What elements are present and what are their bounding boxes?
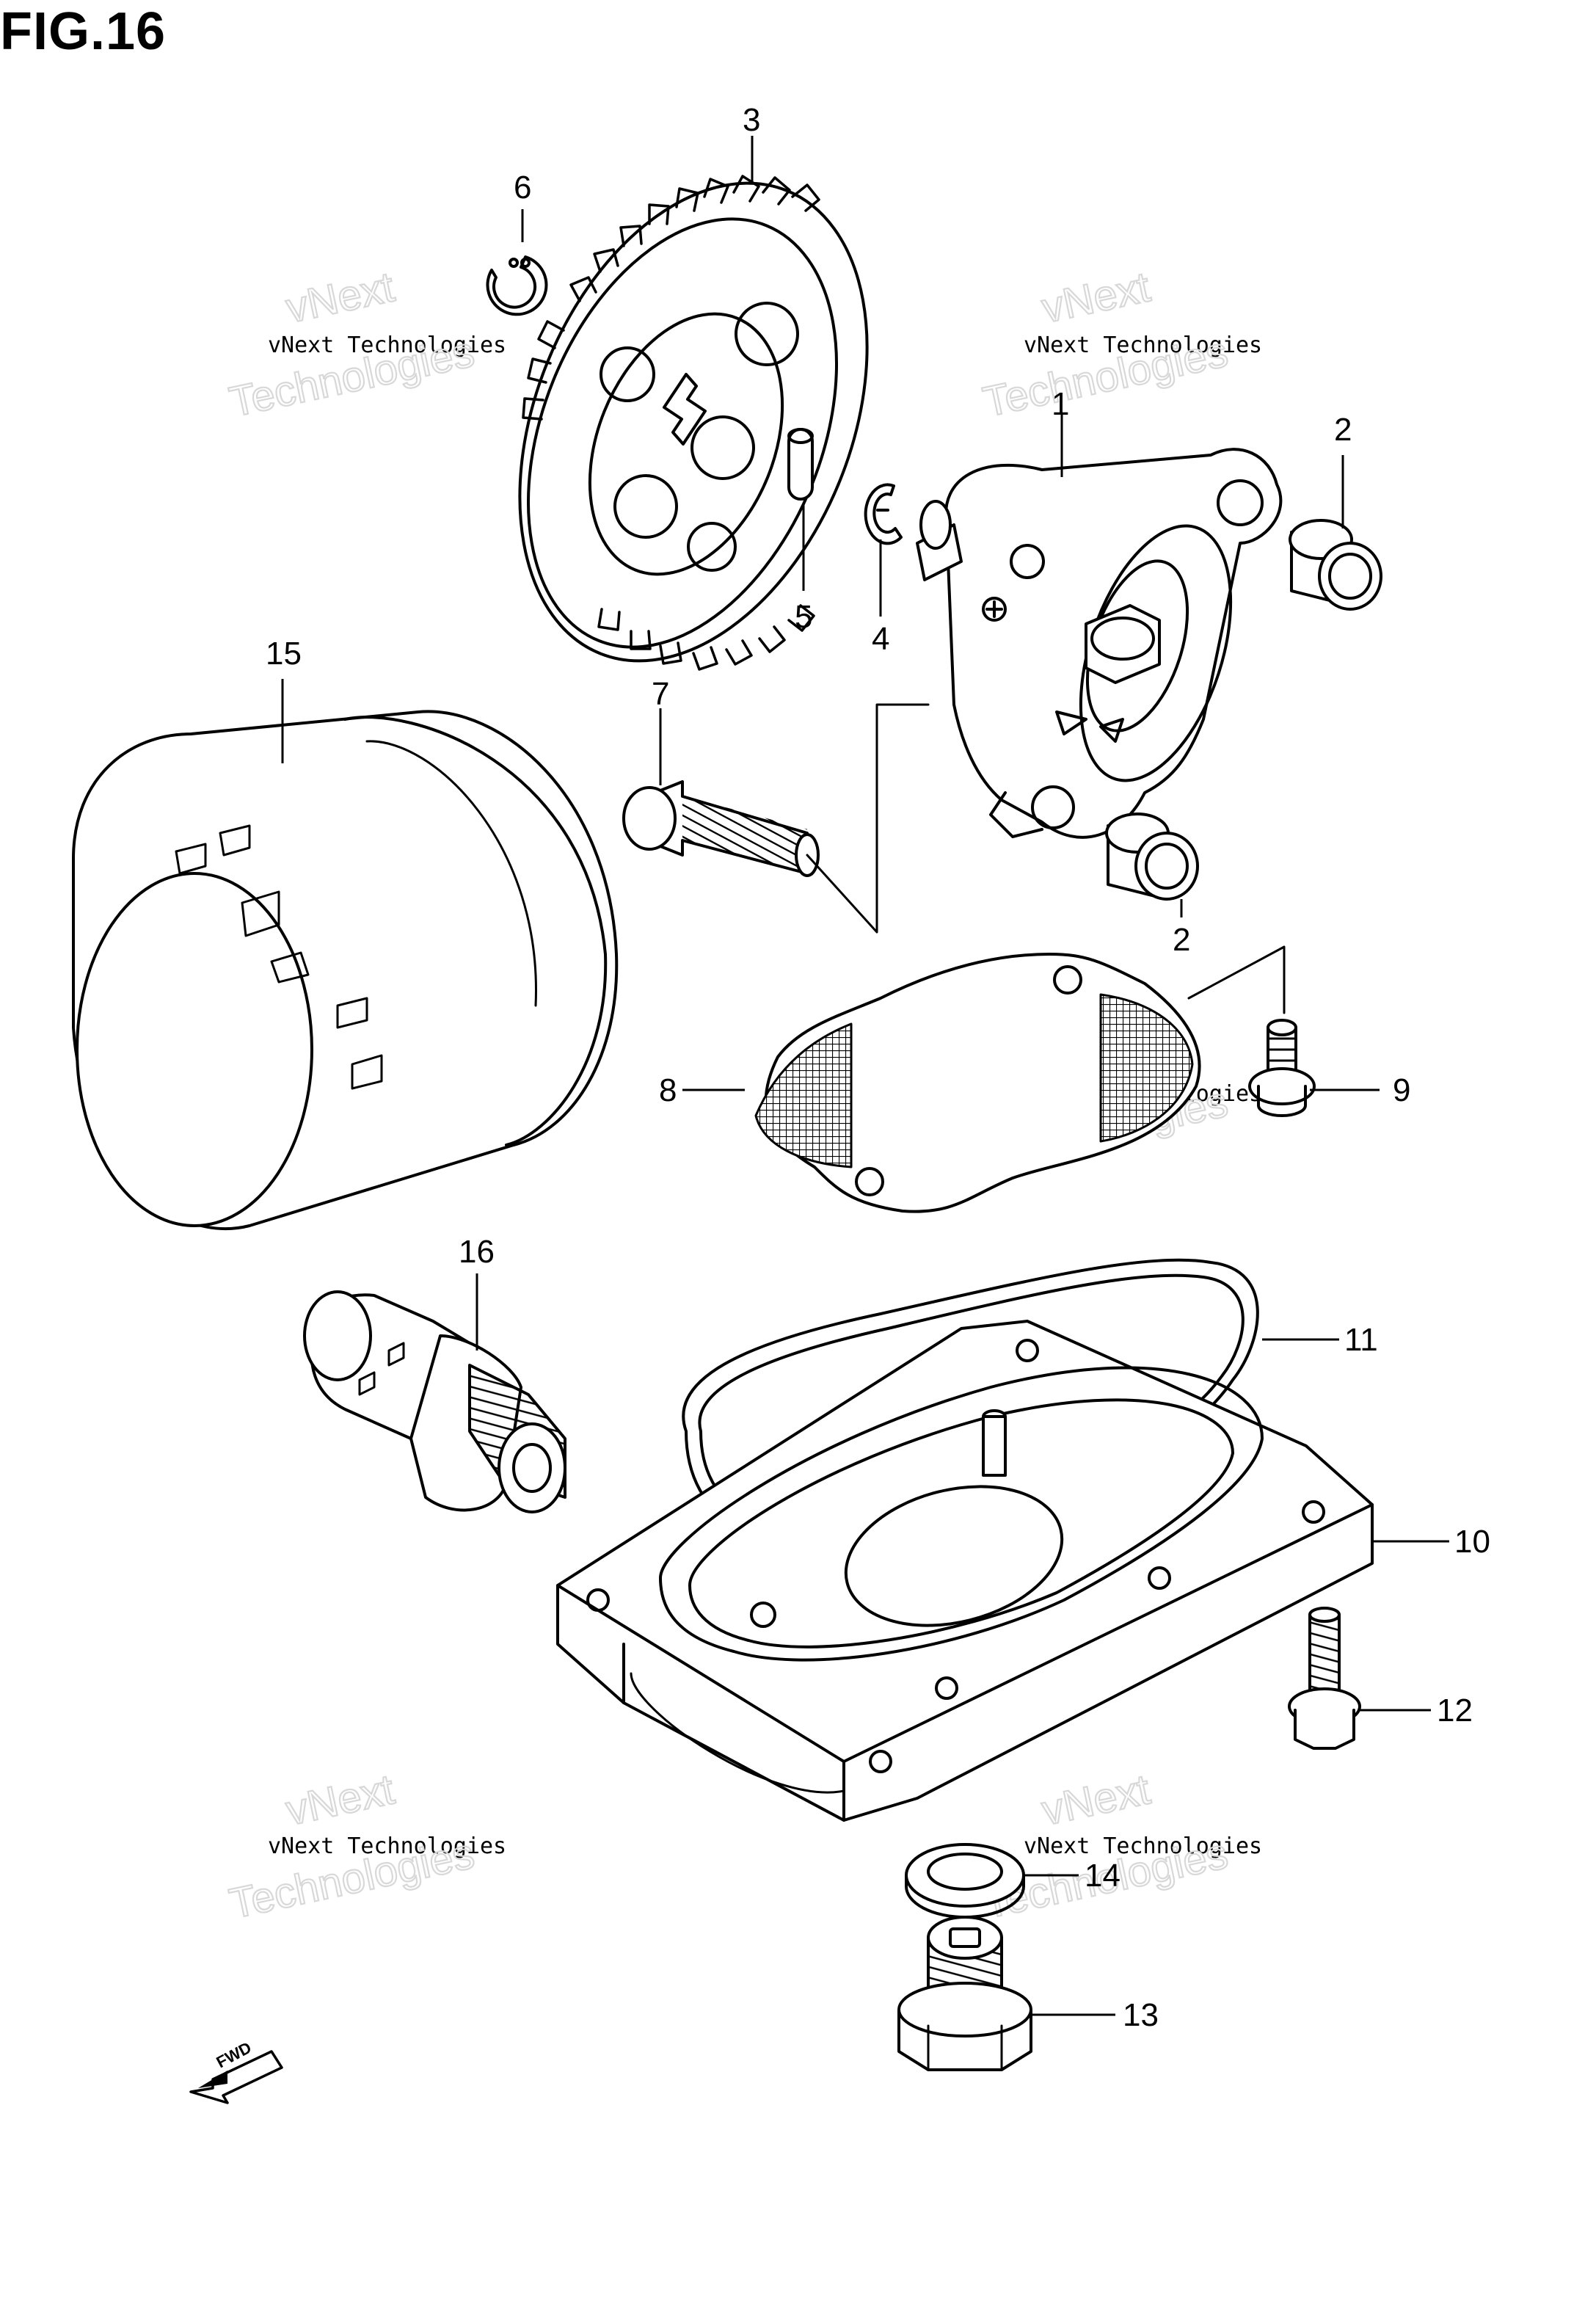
oil-pump-body xyxy=(916,448,1283,839)
drain-plug xyxy=(897,1916,1032,2071)
callout-13: 13 xyxy=(1123,1997,1159,2033)
pump-bolt xyxy=(622,780,820,877)
oil-pan xyxy=(556,1320,1374,1822)
dowel-pin-upper xyxy=(1289,519,1382,611)
callout-leaders xyxy=(281,136,1449,2016)
callout-2-lower: 2 xyxy=(1173,922,1190,958)
callout-9: 9 xyxy=(1393,1072,1410,1108)
svg-text:vNext Technologies: vNext Technologies xyxy=(268,332,506,358)
svg-text:vNext Technologies: vNext Technologies xyxy=(1024,332,1262,358)
oil-filter xyxy=(72,710,619,1231)
oil-strainer xyxy=(754,953,1201,1213)
oil-pump-driven-gear xyxy=(518,175,869,671)
svg-text:vNext: vNext xyxy=(282,1765,398,1834)
dowel-pin-lower xyxy=(1105,813,1199,901)
callout-2-upper: 2 xyxy=(1334,412,1352,448)
gear-teeth xyxy=(522,175,820,671)
callout-numbers: 1 2 2 3 4 5 6 7 8 9 10 11 12 13 14 15 16 xyxy=(266,102,1490,2033)
callout-1: 1 xyxy=(1052,386,1069,422)
watermark-bottom-right: vNext Technologies vNext Technologies xyxy=(978,1764,1262,1929)
strainer-bolt-leader xyxy=(1187,945,1286,1014)
callout-10: 10 xyxy=(1454,1524,1490,1560)
watermark-bottom-left: vNext Technologies vNext Technologies xyxy=(225,1764,506,1929)
e-clip xyxy=(864,483,903,545)
watermark-top-left: vNext Technologies vNext Technologies vN… xyxy=(225,262,506,427)
svg-text:vNext: vNext xyxy=(282,263,398,332)
svg-text:vNext Technologies: vNext Technologies xyxy=(268,1833,506,1859)
fwd-arrow-icon xyxy=(189,2050,283,2104)
callout-16: 16 xyxy=(459,1234,495,1270)
bolt-leader-line xyxy=(806,703,930,934)
callout-5: 5 xyxy=(795,599,812,635)
callout-11: 11 xyxy=(1344,1322,1378,1358)
pin xyxy=(787,428,814,501)
callout-6: 6 xyxy=(514,170,531,206)
strainer-bolt xyxy=(1248,1019,1316,1117)
callout-4: 4 xyxy=(872,621,889,657)
watermark-top-right: vNext Technologies vNext Technologies xyxy=(978,262,1262,427)
callout-8: 8 xyxy=(659,1072,677,1108)
svg-text:vNext Technologies: vNext Technologies xyxy=(1024,1833,1262,1859)
svg-text:vNext: vNext xyxy=(1038,263,1154,332)
figure-title: FIG.16 xyxy=(0,2,167,61)
callout-12: 12 xyxy=(1437,1693,1473,1728)
svg-text:vNext: vNext xyxy=(1038,1765,1154,1834)
oil-pan-bolt xyxy=(1288,1607,1361,1750)
oil-pressure-switch xyxy=(303,1290,566,1513)
callout-7: 7 xyxy=(652,676,669,712)
callout-15: 15 xyxy=(266,636,302,672)
callout-3: 3 xyxy=(743,102,760,138)
callout-14: 14 xyxy=(1085,1858,1121,1894)
circlip xyxy=(486,255,548,316)
